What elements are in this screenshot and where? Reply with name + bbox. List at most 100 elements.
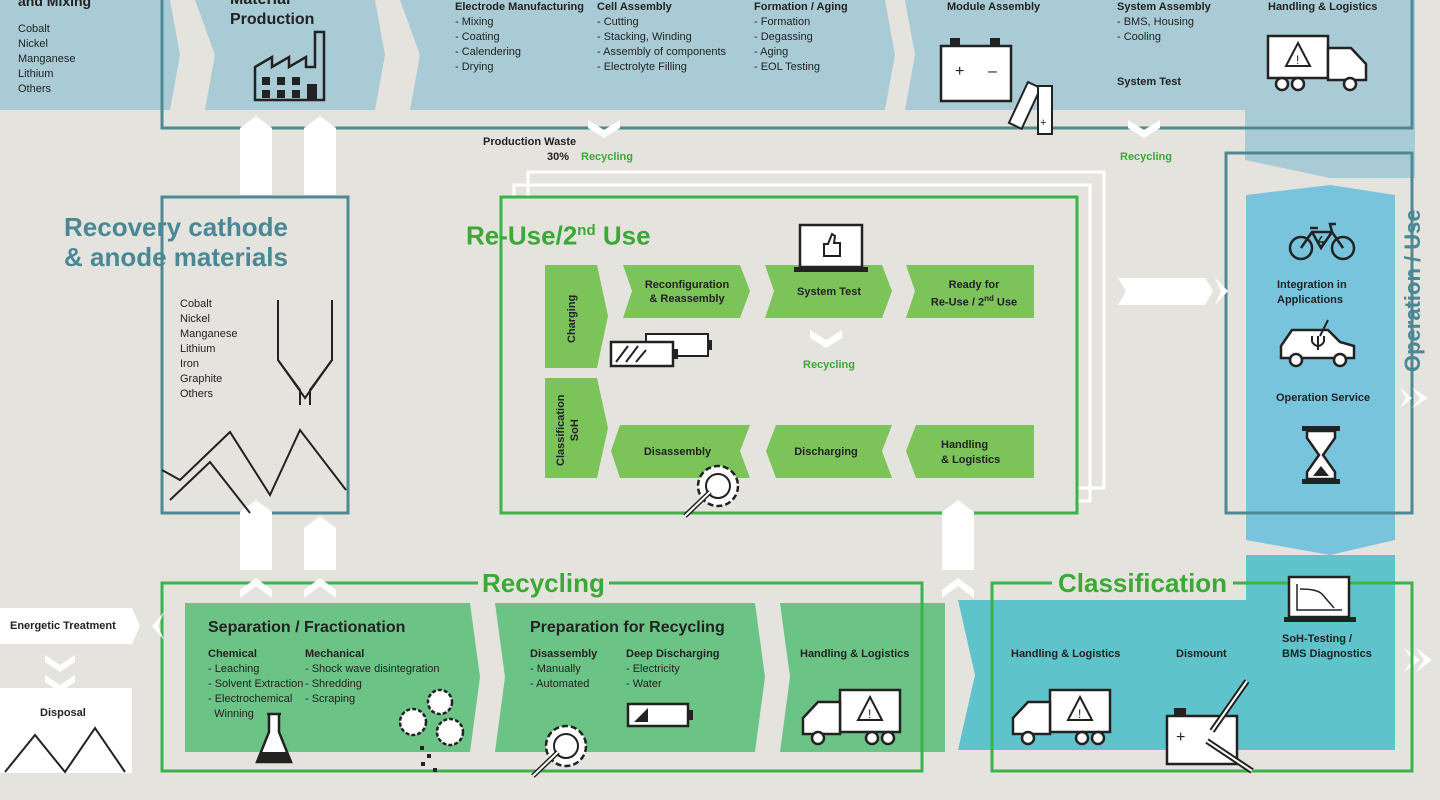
formation-item: - EOL Testing <box>754 61 821 73</box>
formation-item: - Aging <box>754 46 789 58</box>
disposal-label: Disposal <box>40 707 86 719</box>
disassembly-title: Disassembly <box>530 648 598 660</box>
mechanical-item: - Shredding <box>305 678 362 690</box>
svg-text:+: + <box>1040 117 1046 129</box>
disassembly-item: - Automated <box>530 678 590 690</box>
module-assembly-title: Module Assembly <box>947 1 1041 13</box>
deep-discharging-title: Deep Discharging <box>626 648 720 660</box>
charging-label: Charging <box>566 294 578 343</box>
electrode-item: - Mixing <box>455 16 494 28</box>
soh-testing-label: SoH-Testing / BMS Diagnostics <box>1282 633 1372 660</box>
recovery-item: Graphite <box>180 373 223 385</box>
preparation-title: Preparation for Recycling <box>530 619 725 636</box>
cell-item: - Cutting <box>597 16 639 28</box>
production-band <box>0 0 1415 178</box>
mechanical-item: - Shock wave disintegration <box>305 663 440 675</box>
operation-frame <box>1224 151 1414 515</box>
system-item: - Cooling <box>1117 31 1162 43</box>
svg-text:!: ! <box>868 707 871 721</box>
gear-wrench-icon <box>531 724 588 778</box>
operation-title: Operation / Use <box>1400 209 1425 372</box>
factory-icon <box>253 30 326 102</box>
production-waste-label: Production Waste <box>483 136 577 148</box>
recycling-label: Recycling <box>1120 151 1172 163</box>
battery-charging-icon <box>609 333 712 368</box>
system-item: - BMS, Housing <box>1117 16 1195 28</box>
recovery-item: Iron <box>180 358 199 370</box>
svg-text:–: – <box>988 63 997 80</box>
system-assembly-title: System Assembly <box>1117 1 1211 13</box>
handling-logistics-label: Handling & Logistics <box>1011 648 1121 660</box>
svg-text:+: + <box>1176 729 1185 746</box>
system-test-label: System Test <box>1117 76 1181 88</box>
classification-soh-label: Classification SoH <box>555 394 581 466</box>
cell-item: - Electrolyte Filling <box>597 61 687 73</box>
laptop-thumbsup-icon <box>794 223 868 272</box>
mechanical-item: - Scraping <box>305 693 356 705</box>
electrode-title: Electrode Manufacturing <box>455 1 584 13</box>
mechanical-title: Mechanical <box>305 648 365 660</box>
handling-logistics-label: Handling & Logistics <box>800 648 910 660</box>
recovery-item: Nickel <box>180 313 210 325</box>
energetic-treatment-label: Energetic Treatment <box>10 620 116 632</box>
gears-icon <box>398 688 465 772</box>
deep-item: - Electricity <box>626 663 680 675</box>
electrode-item: - Coating <box>455 31 500 43</box>
chemical-item: - Leaching <box>208 663 260 675</box>
classification-title: Classification <box>1052 568 1234 598</box>
reuse-title: Re-Use/2nd Use <box>466 220 651 251</box>
svg-text:!: ! <box>1078 707 1081 721</box>
truck-warning-icon: ! <box>1011 688 1112 746</box>
material-production-title: Material Production <box>230 0 315 28</box>
discharging-label: Discharging <box>794 446 858 458</box>
formation-title: Formation / Aging <box>754 1 848 13</box>
recovery-item: Manganese <box>180 328 238 340</box>
handling-logistics-label: Handling & Logistics <box>941 439 1001 466</box>
battery-module-icon: + – + <box>939 38 1053 135</box>
cell-assembly-title: Cell Assembly <box>597 1 672 13</box>
bicycle-icon <box>1288 222 1356 261</box>
recovery-item: Cobalt <box>180 298 212 310</box>
reconfiguration-label: Reconfiguration & Reassembly <box>644 279 730 305</box>
svg-text:+: + <box>955 63 964 80</box>
chemical-title: Chemical <box>208 648 257 660</box>
separation-title: Separation / Fractionation <box>208 619 406 636</box>
electrode-item: - Calendering <box>455 46 522 58</box>
mixing-item: Manganese <box>18 53 76 65</box>
mixing-item: Lithium <box>18 68 54 80</box>
recovery-item: Others <box>180 388 214 400</box>
electrode-item: - Drying <box>455 61 494 73</box>
integration-label: Integration in Applications <box>1277 279 1347 306</box>
operation-service-label: Operation Service <box>1276 392 1371 404</box>
dismount-label: Dismount <box>1176 648 1227 660</box>
cell-item: - Assembly of components <box>597 46 727 58</box>
truck-warning-icon: ! <box>1266 34 1368 92</box>
hourglass-icon <box>1302 426 1340 484</box>
gear-wrench-icon <box>683 464 740 518</box>
recycling-label: Recycling <box>803 359 855 371</box>
handling-logistics-title: Handling & Logistics <box>1268 1 1378 13</box>
chemical-item: Winning <box>208 708 254 720</box>
disassembly-label: Disassembly <box>643 446 712 458</box>
formation-item: - Formation <box>754 16 811 28</box>
mixing-title: and Mixing <box>18 0 92 9</box>
mixing-item: Cobalt <box>18 23 50 35</box>
chemical-item: - Solvent Extraction <box>208 678 304 690</box>
recovery-title: Recovery cathode & anode materials <box>64 212 288 272</box>
chemical-item: - Electrochemical <box>208 693 293 705</box>
mixing-item: Others <box>18 83 52 95</box>
recycling-band <box>185 603 945 752</box>
system-test-label: System Test <box>797 286 861 298</box>
disassembly-item: - Manually <box>530 663 581 675</box>
deep-item: - Water <box>626 678 662 690</box>
mixing-item: Nickel <box>18 38 48 50</box>
electric-car-icon <box>1279 319 1356 368</box>
production-frame <box>160 0 1414 130</box>
svg-text:!: ! <box>1296 53 1299 67</box>
recycling-title: Recycling <box>478 568 609 598</box>
laptop-chart-icon <box>1284 575 1356 622</box>
low-battery-icon <box>626 702 693 728</box>
formation-item: - Degassing <box>754 31 813 43</box>
operation-band <box>1246 185 1395 555</box>
